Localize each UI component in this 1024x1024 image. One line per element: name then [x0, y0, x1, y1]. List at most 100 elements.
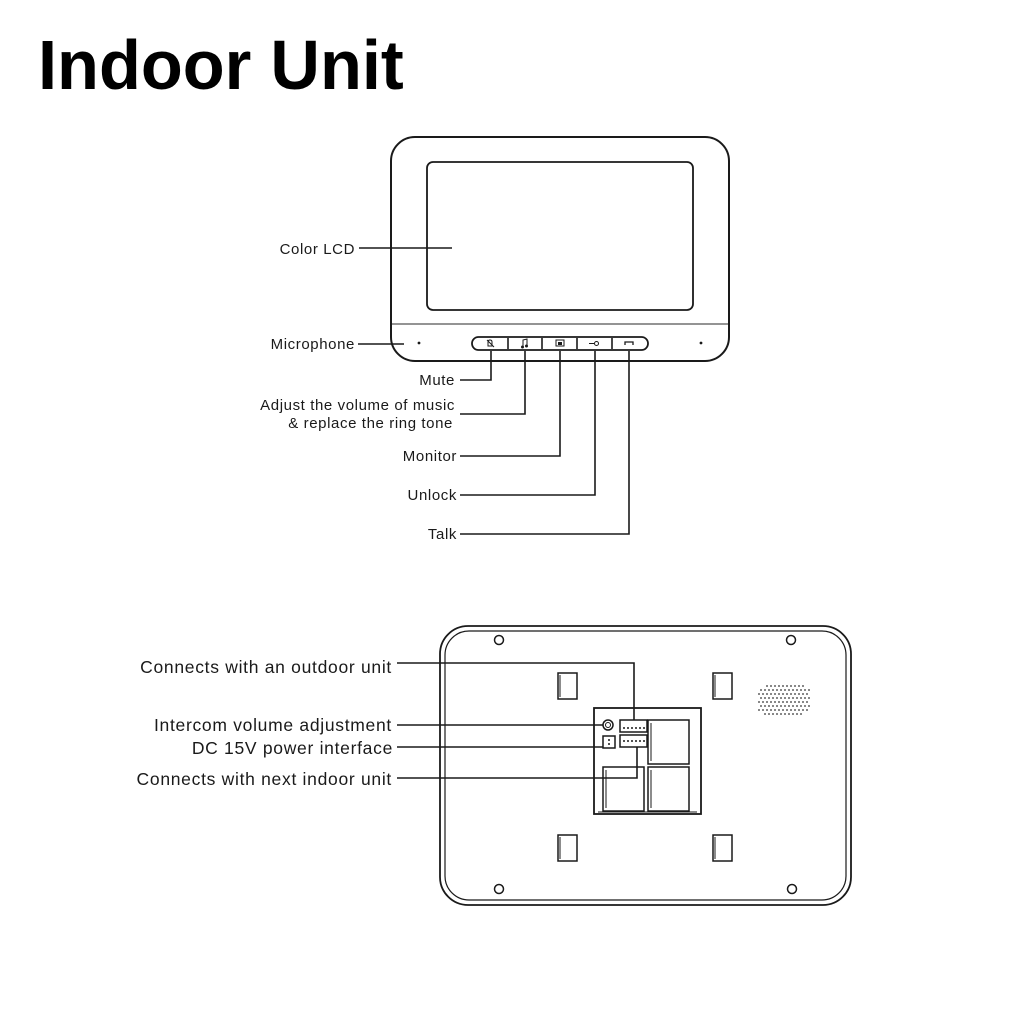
speaker-hole [780, 697, 782, 699]
monitor-button[interactable] [555, 339, 565, 347]
label-next-indoor-unit: Connects with next indoor unit [137, 769, 392, 789]
speaker-hole [790, 693, 792, 695]
screw-hole [493, 634, 505, 646]
speaker-hole [802, 701, 804, 703]
speaker-hole [776, 697, 778, 699]
speaker-hole [796, 697, 798, 699]
speaker-hole [782, 685, 784, 687]
speaker-hole [804, 689, 806, 691]
mounting-slot [712, 834, 733, 862]
leader-mute [460, 351, 492, 381]
speaker-hole [784, 705, 786, 707]
speaker-hole [762, 701, 764, 703]
speaker-hole [778, 693, 780, 695]
speaker-hole [800, 705, 802, 707]
speaker-hole [808, 705, 810, 707]
label-volume-line2: & replace the ring tone [288, 415, 453, 432]
speaker-hole [762, 693, 764, 695]
mute-button[interactable] [486, 339, 495, 348]
intercom-volume-knob[interactable] [602, 719, 614, 731]
speaker-hole [786, 693, 788, 695]
screw-hole [786, 883, 798, 895]
label-monitor: Monitor [403, 448, 457, 465]
talk-button[interactable] [624, 341, 634, 345]
label-outdoor-unit: Connects with an outdoor unit [140, 657, 392, 677]
speaker-hole [758, 709, 760, 711]
speaker-hole [800, 697, 802, 699]
speaker-hole [792, 697, 794, 699]
music-note-icon [521, 338, 528, 349]
unlock-button[interactable] [589, 341, 599, 346]
speaker-hole [768, 689, 770, 691]
mounting-slot [712, 672, 733, 700]
speaker-hole [802, 685, 804, 687]
speaker-hole [802, 693, 804, 695]
speaker-hole [806, 693, 808, 695]
speaker-hole [788, 713, 790, 715]
leader-talk [460, 351, 630, 535]
label-talk: Talk [428, 526, 457, 543]
speaker-hole [780, 713, 782, 715]
dc-power-jack[interactable] [602, 735, 616, 749]
speaker-hole [778, 709, 780, 711]
speaker-hole [782, 709, 784, 711]
speaker-hole [766, 693, 768, 695]
speaker-hole [772, 713, 774, 715]
screw-hole [493, 883, 505, 895]
speaker-hole [776, 705, 778, 707]
speaker-hole [784, 713, 786, 715]
speaker-hole [794, 693, 796, 695]
speaker-hole [794, 685, 796, 687]
mounting-slot [557, 834, 578, 862]
speaker-hole [762, 709, 764, 711]
label-volume-line1: Adjust the volume of music [260, 397, 455, 414]
speaker-hole [792, 705, 794, 707]
speaker-hole [780, 689, 782, 691]
speaker-hole [764, 697, 766, 699]
speaker-grille [758, 685, 810, 715]
handset-icon [624, 341, 634, 345]
speaker-hole [798, 709, 800, 711]
speaker-hole [772, 697, 774, 699]
speaker-hole [758, 693, 760, 695]
label-dc-power: DC 15V power interface [192, 738, 393, 758]
speaker-hole [776, 689, 778, 691]
speaker-hole [778, 685, 780, 687]
speaker-hole [784, 689, 786, 691]
speaker-hole [774, 701, 776, 703]
speaker-hole [772, 689, 774, 691]
speaker-hole [766, 701, 768, 703]
speaker-hole [768, 705, 770, 707]
speaker-hole [796, 705, 798, 707]
indicator-dot [699, 341, 703, 345]
next-indoor-unit-terminal[interactable] [619, 734, 648, 748]
speaker-hole [760, 689, 762, 691]
speaker-hole [788, 689, 790, 691]
outdoor-unit-terminal[interactable] [619, 719, 648, 733]
label-intercom-volume: Intercom volume adjustment [154, 715, 392, 735]
speaker-hole [802, 709, 804, 711]
mounting-slot [557, 672, 578, 700]
speaker-hole [792, 689, 794, 691]
page-title: Indoor Unit [38, 26, 404, 104]
leader-volume [460, 351, 526, 415]
music-volume-button[interactable] [521, 338, 528, 349]
speaker-hole [772, 705, 774, 707]
speaker-hole [786, 709, 788, 711]
speaker-hole [806, 701, 808, 703]
speaker-hole [768, 697, 770, 699]
speaker-hole [804, 697, 806, 699]
speaker-hole [786, 701, 788, 703]
speaker-hole [766, 685, 768, 687]
monitor-icon [555, 339, 565, 347]
speaker-hole [782, 693, 784, 695]
speaker-hole [774, 685, 776, 687]
label-color-lcd: Color LCD [280, 241, 355, 258]
speaker-hole [796, 713, 798, 715]
speaker-hole [774, 693, 776, 695]
speaker-hole [800, 713, 802, 715]
speaker-hole [782, 701, 784, 703]
speaker-hole [788, 705, 790, 707]
key-icon [589, 341, 599, 346]
